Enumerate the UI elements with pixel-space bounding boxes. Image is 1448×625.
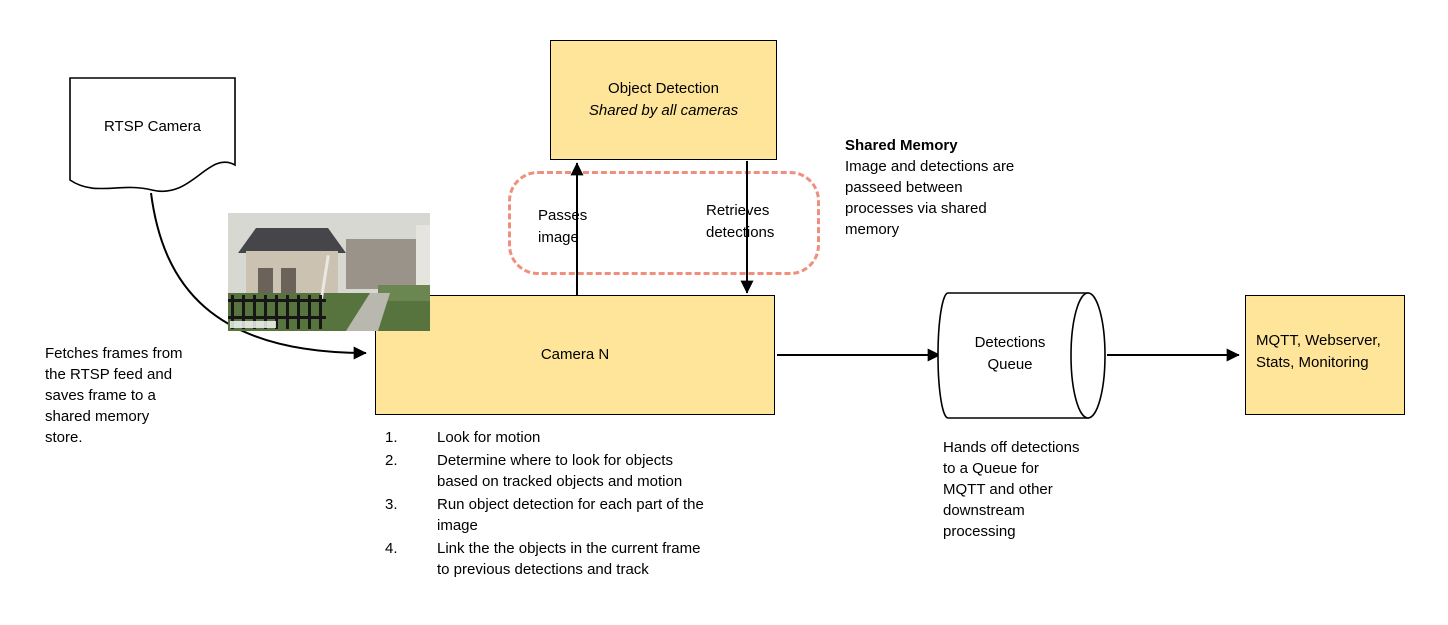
camera-n-node: Camera N: [375, 295, 775, 415]
shared-memory-title: Shared Memory: [845, 137, 958, 154]
camera-step-3: Run object detection for each part of th…: [385, 494, 704, 535]
camera-step-4: Link the the objects in the current fram…: [385, 538, 701, 579]
shared-memory-dashed-region: [508, 171, 820, 275]
arrow-rtsp-to-camera: [150, 192, 367, 360]
camera-snapshot-art: [228, 213, 430, 331]
shared-memory-annotation: Shared Memory Image and detections are p…: [845, 135, 1060, 240]
detections-queue-shape: [937, 292, 1106, 419]
object-detection-subtitle: Shared by all cameras: [588, 102, 739, 119]
retrieves-detections-label: Retrieves detections: [706, 202, 775, 241]
object-detection-title: Object Detection: [608, 80, 719, 97]
rtsp-camera-label: RTSP Camera: [104, 118, 201, 135]
passes-image-label: Passes image: [538, 207, 588, 246]
object-detection-node: Object Detection Shared by all cameras: [550, 40, 777, 160]
outputs-node: [1245, 295, 1405, 415]
outputs-label: MQTT, Webserver, Stats, Monitoring: [1256, 332, 1381, 371]
detections-queue-label: Detections Queue: [974, 334, 1046, 373]
camera-step-1: Look for motion: [385, 427, 541, 448]
camera-snapshot-image: [228, 213, 430, 331]
rtsp-camera-shape: [69, 77, 236, 193]
fetches-frames-annotation: Fetches frames from the RTSP feed and sa…: [45, 345, 183, 446]
shared-memory-body: Image and detections are passeed between…: [845, 158, 1015, 238]
hands-off-annotation: Hands off detections to a Queue for MQTT…: [943, 439, 1080, 540]
camera-n-label: Camera N: [540, 346, 610, 363]
camera-steps-list: Look for motion Determine where to look …: [385, 427, 785, 582]
camera-step-2: Determine where to look for objects base…: [385, 450, 683, 491]
